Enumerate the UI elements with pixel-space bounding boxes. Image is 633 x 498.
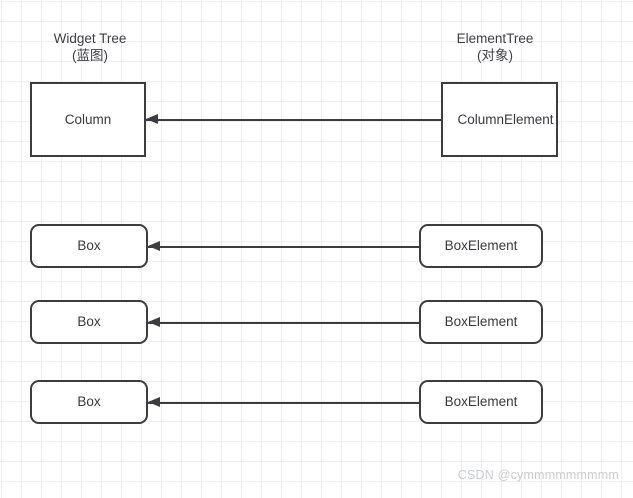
column-header-element-tree-line1: ElementTree [456,31,534,46]
node-box-element-2[interactable]: BoxElement [419,300,543,344]
node-box-widget-1-label: Box [77,238,101,253]
node-column-widget-label: Column [64,111,112,127]
node-column-element-label: ColumnElement [457,111,554,127]
column-header-element-tree-line2: (对象) [477,48,513,63]
watermark: CSDN @cymmmmmmmmm [457,468,619,482]
edge-column-element-to-column-widget [146,119,441,121]
node-box-widget-2-label: Box [77,314,101,329]
node-column-element[interactable]: ColumnElement [441,82,558,157]
edge-box-element-1-to-box-widget-1 [148,246,419,248]
node-box-widget-3[interactable]: Box [30,380,148,424]
node-box-element-1-label: BoxElement [444,238,518,253]
node-column-widget[interactable]: Column [30,82,146,157]
node-box-element-3-label: BoxElement [444,394,518,409]
arrowhead-icon-edge-1 [146,113,158,124]
column-header-widget-tree-line1: Widget Tree [53,31,127,46]
node-box-widget-2[interactable]: Box [30,300,148,344]
column-header-widget-tree-line2: (蓝图) [72,48,108,63]
node-box-element-2-label: BoxElement [444,314,518,329]
edge-box-element-3-to-box-widget-3 [148,402,419,404]
node-box-widget-3-label: Box [77,394,101,409]
arrowhead-icon-edge-3 [148,316,160,327]
node-box-element-3[interactable]: BoxElement [419,380,543,424]
column-header-widget-tree: Widget Tree (蓝图) [20,30,160,64]
column-header-element-tree: ElementTree (对象) [425,30,565,64]
node-box-element-1[interactable]: BoxElement [419,224,543,268]
arrowhead-icon-edge-2 [148,240,160,251]
edge-box-element-2-to-box-widget-2 [148,322,419,324]
arrowhead-icon-edge-4 [148,396,160,407]
node-box-widget-1[interactable]: Box [30,224,148,268]
